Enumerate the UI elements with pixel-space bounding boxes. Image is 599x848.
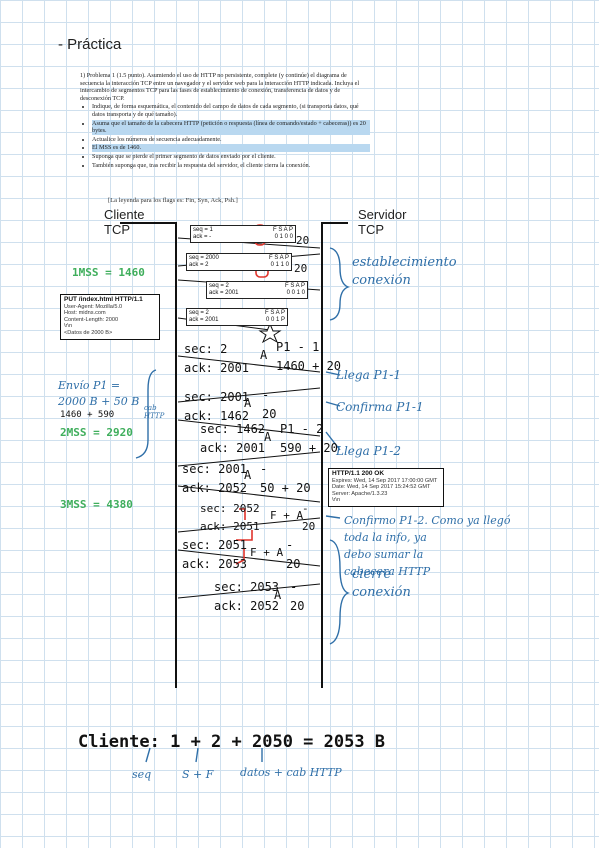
request-line: PUT /index.html HTTP/1.1 xyxy=(64,296,143,303)
note-1mss: 1MSS = 1460 xyxy=(72,266,145,279)
response-header: Date: Wed, 14 Sep 2017 15:24:52 GMT xyxy=(332,484,431,491)
segment-seq: seq = 2 xyxy=(209,283,229,289)
hand-flag-3: A xyxy=(264,430,272,444)
segment-flags: 0 1 0 0 xyxy=(274,234,293,240)
bullet-6: También suponga que, tras recibir la res… xyxy=(92,162,370,170)
bullet-1: Indique, de forma esquemática, el conten… xyxy=(92,103,370,118)
note-calc: 1460 + 590 xyxy=(60,410,115,420)
problem-intro: 1) Problema 1 (1.5 punto). Asumiendo el … xyxy=(80,72,360,102)
problem-statement: 1) Problema 1 (1.5 punto). Asumiendo el … xyxy=(80,72,370,170)
segment-seq: seq = 2 xyxy=(189,310,209,316)
hand-segment-5: sec: 2052 ack: 2051 xyxy=(200,502,260,533)
segment-ack: ack = 2001 xyxy=(189,317,219,323)
hand-flag-2: A xyxy=(244,396,252,410)
hand-data-4: - 50 + 20 xyxy=(260,462,311,495)
flags-header: F S A P xyxy=(284,283,305,289)
http-response-box: HTTP/1.1 200 OK Expires: Wed, 14 Sep 201… xyxy=(328,468,444,507)
request-crlf: \r\n xyxy=(64,323,73,330)
hand-data-5: - 20 xyxy=(302,502,316,533)
hand-segment-7: sec: 2053 ack: 2052 xyxy=(214,580,280,613)
note-cab-http: cab HTTP xyxy=(144,404,165,420)
formula-label-sf: S + F xyxy=(182,768,214,781)
segment-flags: 0 0 1 0 xyxy=(286,290,305,296)
status-line: HTTP/1.1 200 OK xyxy=(332,470,385,477)
hand-segment-2: sec: 2001 ack: 1462 xyxy=(184,390,250,423)
hand-flag-4: A xyxy=(244,468,252,482)
formula-total: Cliente: 1 + 2 + 2050 = 2053 B xyxy=(78,732,386,752)
request-header: Host: midns.com xyxy=(64,310,106,317)
request-header: User-Agent: Mozilla/5.0 xyxy=(64,303,123,310)
segment-flags: 0 0 1 P xyxy=(265,317,285,323)
segment-ack: seq = 2 F S A P ack = 2001 0 0 1 0 xyxy=(206,281,308,299)
note-establecimiento: establecimiento conexión xyxy=(352,255,457,288)
hand-flag-6: F + A xyxy=(250,546,284,559)
segment-syn: seq = 1 F S A P ack = - 0 1 0 0 xyxy=(190,225,296,243)
note-3mss: 3MSS = 4380 xyxy=(60,498,133,511)
response-header: Server: Apache/1.3.23 xyxy=(332,490,388,497)
note-llega-p1-2: Llega P1-2 xyxy=(336,444,401,458)
segment-ack: ack = 2 xyxy=(189,262,209,268)
problem-bullets: Indique, de forma esquemática, el conten… xyxy=(92,103,370,169)
server-label: Servidor TCP xyxy=(358,207,407,237)
hand-flag-5: F + A xyxy=(270,509,304,522)
response-header: Expires: Wed, 14 Sep 2017 17:00:00 GMT xyxy=(332,477,438,484)
hand-flag-1: A xyxy=(260,348,268,362)
segment-ack: ack = 2001 xyxy=(209,290,239,296)
note-envio-p1: Envío P1 = 2000 B + 50 B xyxy=(58,379,140,408)
hand-data-7: - 20 xyxy=(290,580,305,613)
hand-segment-3: sec: 1462 ack: 2001 xyxy=(200,422,266,455)
client-label: Cliente TCP xyxy=(104,207,145,237)
flags-header: F S A P xyxy=(272,227,293,233)
hand-data-6: - 20 xyxy=(286,538,301,571)
request-body: <Datos de 2000 B> xyxy=(64,329,113,336)
request-header: Content-Length: 2000 xyxy=(64,316,119,323)
hand-segment-6: sec: 2051 ack: 2053 xyxy=(182,538,248,571)
formula-label-datos: datos + cab HTTP xyxy=(240,766,342,779)
flags-legend: [La leyenda para los flags es: Fin, Syn,… xyxy=(108,197,238,204)
note-2mss: 2MSS = 2920 xyxy=(60,426,133,439)
note-confirmo-p1-2: Confirmo P1-2. Como ya llegó toda la inf… xyxy=(344,514,511,578)
note-cierre: cierre conexión xyxy=(352,567,411,600)
bullet-2: Asuma que el tamaño de la cabecera HTTP … xyxy=(92,119,370,135)
bullet-4: El MSS es de 1460. xyxy=(92,144,370,152)
hand-segment-4: sec: 2001 ack: 2052 xyxy=(182,462,248,495)
segment-psh: seq = 2 F S A P ack = 2001 0 0 1 P xyxy=(186,308,288,326)
segment-len: 20 xyxy=(294,262,308,275)
bullet-5: Suponga que se pierde el primer segmento… xyxy=(92,153,370,161)
bullet-3: Actualice los números de secuencia adecu… xyxy=(92,136,370,144)
segment-synack: seq = 2000 F S A P ack = 2 0 1 1 0 xyxy=(186,253,292,271)
flags-header: F S A P xyxy=(268,255,289,261)
hand-data-3: P1 - 2 590 + 20 xyxy=(280,422,338,455)
response-crlf: \r\n xyxy=(332,497,341,504)
http-request-box: PUT /index.html HTTP/1.1 User-Agent: Moz… xyxy=(60,294,160,340)
hand-data-1: P1 - 1 1460 + 20 xyxy=(276,340,342,373)
segment-ack: ack = - xyxy=(193,234,212,240)
note-llega-p1-1: Llega P1-1 xyxy=(336,368,401,382)
segment-len: 20 xyxy=(296,234,310,247)
note-confirma-p1-1: Confirma P1-1 xyxy=(336,400,424,414)
segment-seq: seq = 1 xyxy=(193,227,213,233)
segment-flags: 0 1 1 0 xyxy=(270,262,289,268)
hand-data-2: - 20 xyxy=(262,388,277,421)
flags-header: F S A P xyxy=(264,310,285,316)
segment-seq: seq = 2000 xyxy=(189,255,219,261)
page-heading: - Práctica xyxy=(58,36,122,53)
hand-flag-7: A xyxy=(274,588,282,602)
formula-label-seq: seq xyxy=(132,768,152,781)
hand-segment-1: sec: 2 ack: 2001 xyxy=(184,342,250,375)
